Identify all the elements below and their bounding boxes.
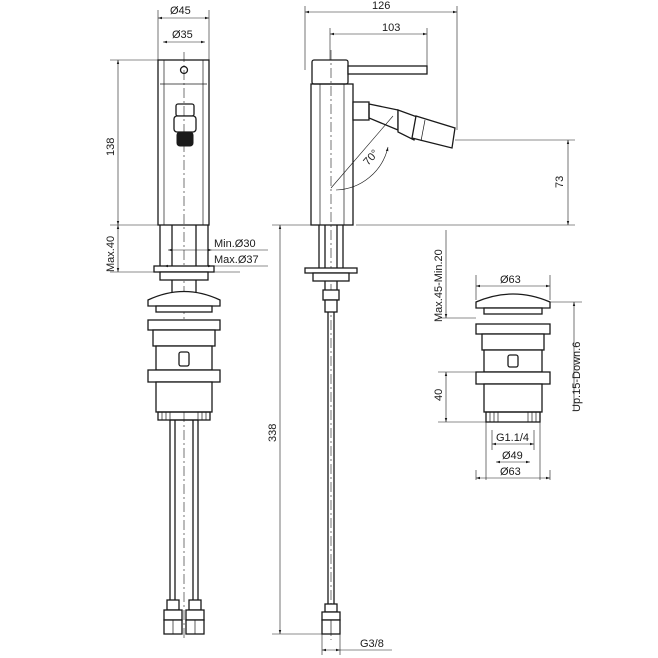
dim-max-hole-diameter: Max.Ø37 [214, 254, 259, 266]
waste-detail-view: Ø63 Max.45-Min.20 40 Up.15-Down.6 [433, 230, 583, 480]
dim-total-projection: 126 [372, 0, 390, 12]
dim-hose-length: 338 [267, 424, 279, 442]
dim-hose-connection: G3/8 [360, 638, 384, 650]
dim-waste-thread: G1.1/4 [496, 432, 529, 444]
front-view: Ø45 Ø35 138 Max.40 Min.Ø30 [105, 5, 268, 640]
dim-waste-outer-diameter: Ø63 [500, 466, 521, 478]
dim-waste-depth: 40 [433, 389, 445, 401]
dim-spout-angle: 70° [361, 148, 381, 168]
dim-max-deck-thickness: Max.40 [105, 236, 117, 272]
dim-min-hole-diameter: Min.Ø30 [214, 238, 256, 250]
dim-spout-height: 73 [554, 176, 566, 188]
dim-body-height: 138 [105, 138, 117, 156]
dim-spout-projection: 103 [382, 22, 400, 34]
side-view: 126 103 70° 73 [267, 0, 575, 655]
dim-waste-inner-diameter: Ø49 [502, 450, 523, 462]
dim-waste-up-down: Up.15-Down.6 [571, 342, 583, 412]
dim-waste-thickness-range: Max.45-Min.20 [433, 249, 445, 322]
dim-front-inner-diameter: Ø35 [172, 29, 193, 41]
dim-waste-top-diameter: Ø63 [500, 274, 521, 286]
dim-front-outer-diameter: Ø45 [170, 5, 191, 17]
